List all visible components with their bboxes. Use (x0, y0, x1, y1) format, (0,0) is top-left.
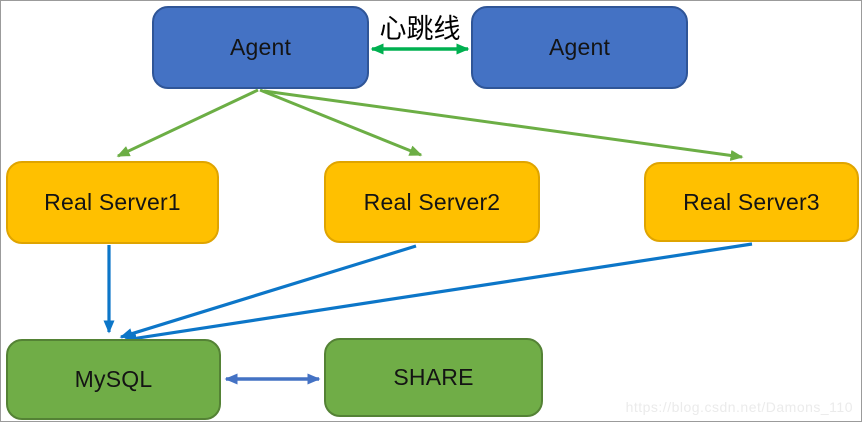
edge-real-server-3-to-mysql (123, 242, 753, 344)
node-real-server-2: Real Server2 (324, 161, 540, 243)
node-mysql-label: MySQL (74, 366, 153, 392)
edge-agent-to-real-server-2 (259, 88, 423, 157)
node-real-server-3-label: Real Server3 (683, 188, 820, 215)
node-real-server-1-label: Real Server1 (44, 189, 181, 215)
node-share: SHARE (324, 338, 543, 417)
node-share-label: SHARE (393, 364, 474, 390)
edge-agent-to-real-server-1 (116, 88, 259, 158)
node-agent-right: Agent (471, 6, 688, 89)
node-mysql: MySQL (6, 339, 221, 420)
node-agent-left: Agent (152, 6, 369, 89)
node-agent-left-label: Agent (229, 34, 292, 60)
watermark: https://blog.csdn.net/Damons_110 (625, 399, 853, 415)
node-real-server-3: Real Server3 (644, 162, 859, 242)
edge-agent-to-real-server-3 (263, 89, 744, 161)
node-real-server-1: Real Server1 (6, 161, 219, 244)
node-agent-right-label: Agent (548, 34, 611, 60)
node-real-server-2-label: Real Server2 (363, 188, 501, 215)
edge-real-server-2-to-mysql (119, 244, 417, 339)
heartbeat-edge-label: 心跳线 (379, 14, 461, 44)
